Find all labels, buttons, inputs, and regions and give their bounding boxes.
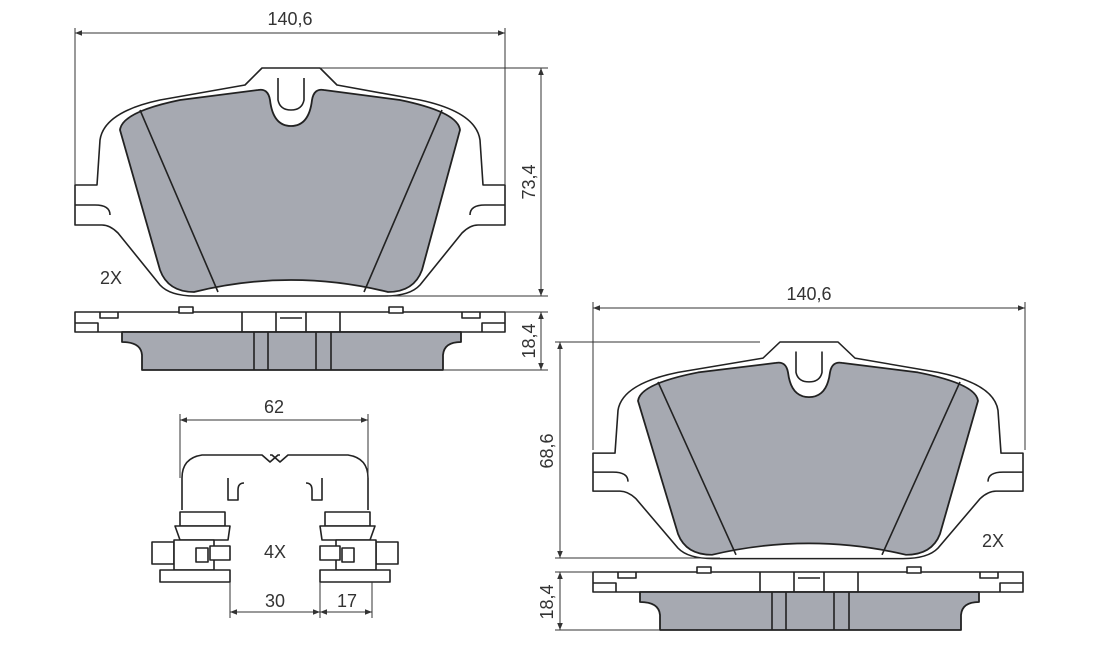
outer-pad-dimensions bbox=[74, 28, 548, 371]
outer-pad-thickness-label: 18,4 bbox=[519, 323, 539, 358]
inner-pad-height-label: 68,6 bbox=[537, 433, 557, 468]
inner-pad-side-view bbox=[592, 566, 1024, 631]
inner-pad-dimensions bbox=[555, 302, 1026, 631]
inner-pad-quantity-label: 2X bbox=[982, 531, 1004, 551]
inner-pad-width-label: 140,6 bbox=[786, 284, 831, 304]
clip-quantity-label: 4X bbox=[264, 542, 286, 562]
clip-spacing-label: 30 bbox=[265, 591, 285, 611]
retaining-clip bbox=[151, 454, 399, 583]
outer-pad-height-label: 73,4 bbox=[519, 164, 539, 199]
inner-pad-front-view bbox=[592, 341, 1024, 560]
outer-pad-side-view bbox=[74, 306, 506, 371]
outer-pad-width-label: 140,6 bbox=[267, 9, 312, 29]
clip-dimensions bbox=[179, 414, 373, 618]
outer-pad-quantity-label: 2X bbox=[100, 268, 122, 288]
outer-pad-front-view bbox=[74, 67, 506, 297]
clip-width-label: 62 bbox=[264, 397, 284, 417]
inner-pad-thickness-label: 18,4 bbox=[537, 584, 557, 619]
clip-offset-label: 17 bbox=[337, 591, 357, 611]
